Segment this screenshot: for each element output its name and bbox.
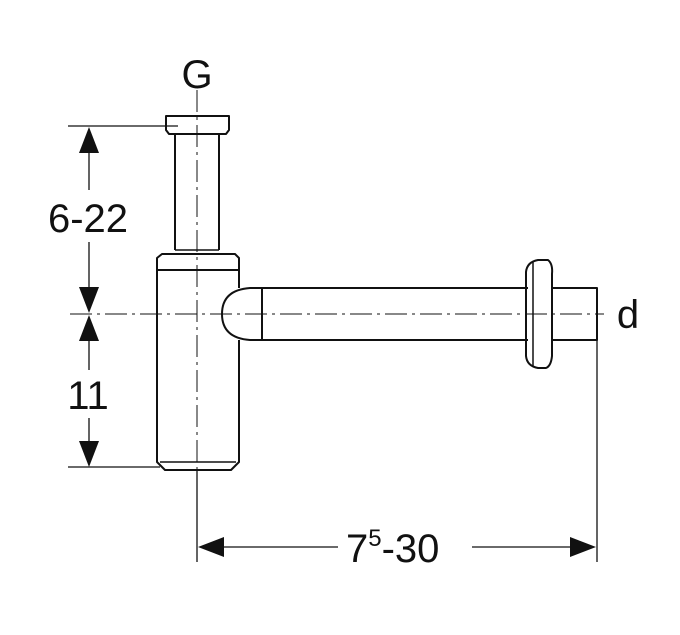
body-shell [156, 270, 240, 471]
height-arrow-top [79, 127, 99, 153]
length-label-bg [338, 522, 472, 572]
offset-arrow-top [79, 315, 99, 341]
thread-label: G [181, 53, 212, 97]
height-range-label: 6-22 [48, 197, 128, 241]
length-range-label: 75-30 [346, 525, 439, 571]
offset-label-bg [55, 370, 117, 418]
offset-arrow-bottom [79, 441, 99, 467]
length-arrow-right [570, 537, 596, 557]
extension-lines [68, 125, 598, 562]
outlet-end [552, 287, 598, 341]
height-label-bg [34, 190, 144, 242]
inlet-tube [174, 134, 220, 250]
center-lines [70, 90, 604, 478]
body-collar [156, 253, 240, 271]
elbow-joint [221, 287, 262, 341]
top-cap [165, 115, 230, 135]
outlet-diameter-label: d [617, 293, 639, 337]
height-arrow-bottom [79, 287, 99, 313]
wall-flange [525, 259, 554, 369]
trap-body [156, 115, 598, 471]
offset-label: 11 [67, 374, 109, 418]
length-arrow-left [198, 537, 224, 557]
outlet-pipe [262, 287, 528, 341]
